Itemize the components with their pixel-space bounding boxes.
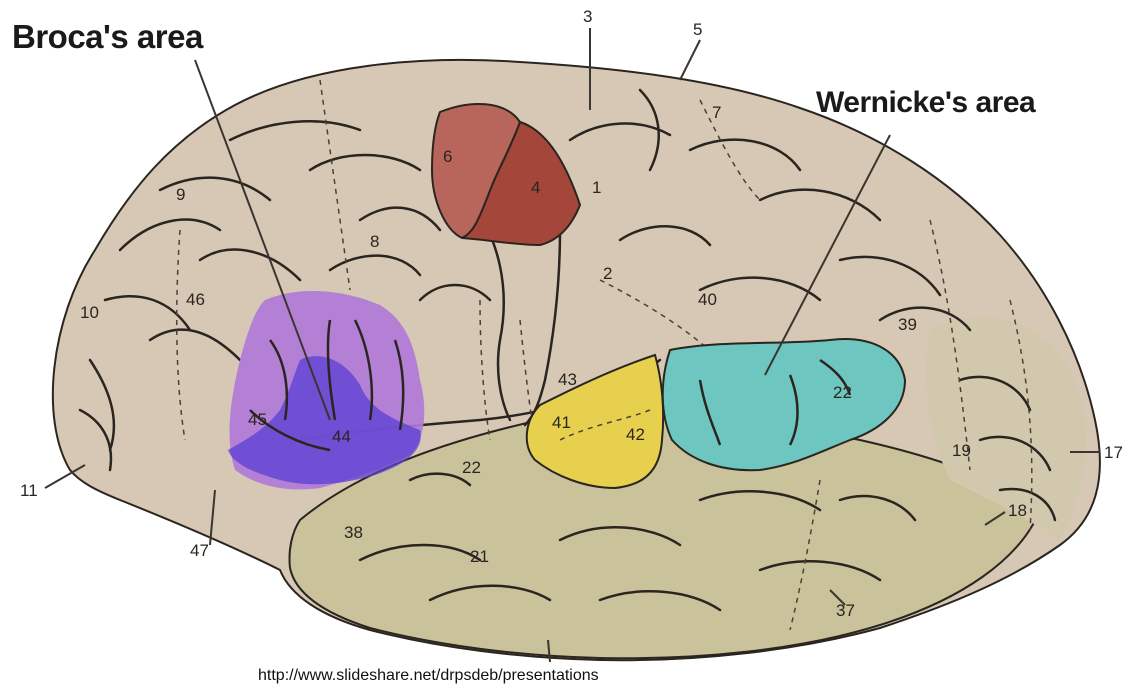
label-area-37: 37 — [836, 601, 855, 620]
label-area-45: 45 — [248, 410, 267, 429]
label-area-47: 47 — [190, 541, 209, 560]
label-area-8: 8 — [370, 232, 379, 251]
label-area-17: 17 — [1104, 443, 1123, 462]
label-area-46: 46 — [186, 290, 205, 309]
label-area-9: 9 — [176, 185, 185, 204]
label-area-21: 21 — [470, 547, 489, 566]
label-area-39: 39 — [898, 315, 917, 334]
label-area-2: 2 — [603, 264, 612, 283]
area-5-pointer — [680, 40, 700, 80]
label-area-40: 40 — [698, 290, 717, 309]
label-area-5: 5 — [693, 20, 702, 39]
label-area-11: 11 — [20, 481, 38, 500]
label-area-38: 38 — [344, 523, 363, 542]
label-area-3: 3 — [583, 7, 592, 26]
wernicke-area-title: Wernicke's area — [816, 86, 1035, 120]
broca-area-title: Broca's area — [12, 18, 203, 56]
label-area-22-wernicke: 22 — [833, 383, 852, 402]
label-area-1: 1 — [592, 178, 601, 197]
label-area-43: 43 — [558, 370, 577, 389]
source-url-caption: http://www.slideshare.net/drpsdeb/presen… — [258, 667, 599, 685]
label-area-7: 7 — [712, 103, 721, 122]
label-area-18: 18 — [1008, 501, 1027, 520]
label-area-22-superior: 22 — [462, 458, 481, 477]
label-area-41: 41 — [552, 413, 571, 432]
label-area-44: 44 — [332, 427, 351, 446]
label-area-10: 10 — [80, 303, 99, 322]
label-area-19: 19 — [952, 441, 971, 460]
label-area-4: 4 — [531, 178, 540, 197]
label-area-6: 6 — [443, 147, 452, 166]
label-area-42: 42 — [626, 425, 645, 444]
